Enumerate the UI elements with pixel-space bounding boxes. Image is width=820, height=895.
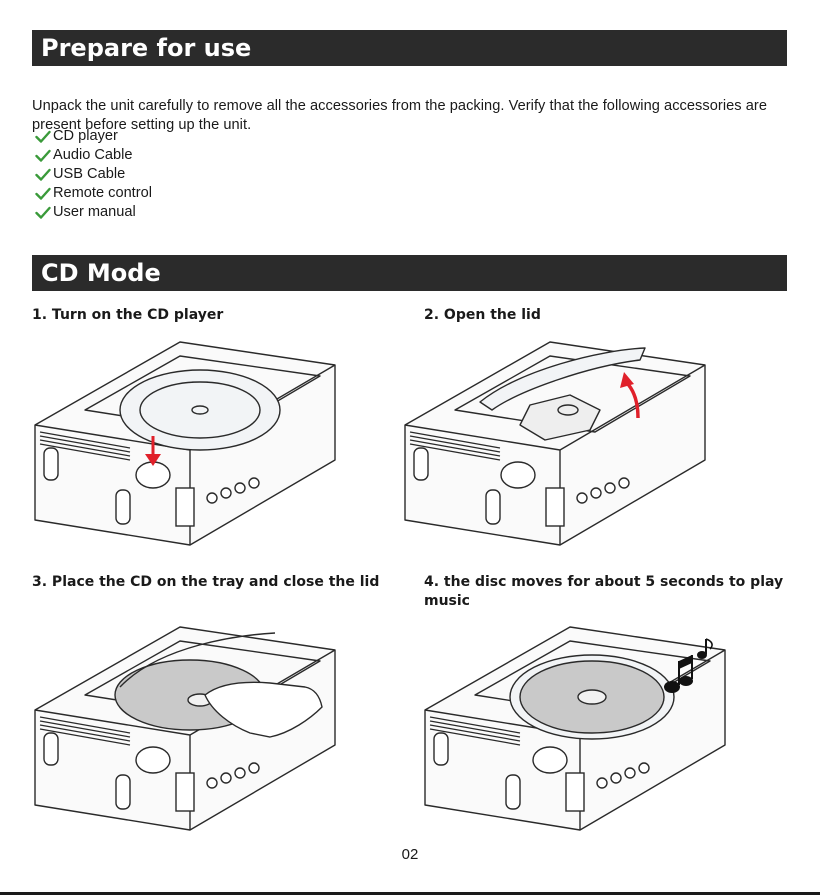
- step-1-title: 1. Turn on the CD player: [32, 307, 224, 323]
- step-3-illustration: [34, 626, 336, 831]
- page-number: 02: [401, 846, 419, 863]
- music-notes-icon: [664, 638, 713, 693]
- step-2-illustration: [404, 341, 706, 546]
- check-icon: [35, 149, 51, 162]
- accessory-item: Audio Cable: [35, 146, 152, 165]
- prepare-title: Prepare for use: [41, 34, 252, 62]
- cd-mode-title: CD Mode: [41, 259, 161, 287]
- prepare-header: Prepare for use: [32, 30, 787, 66]
- step-4-illustration: [424, 626, 726, 831]
- step-3-title: 3. Place the CD on the tray and close th…: [32, 574, 380, 590]
- step-4-title: 4. the disc moves for about 5 seconds to…: [424, 574, 784, 609]
- check-icon: [35, 187, 51, 200]
- check-icon: [35, 206, 51, 219]
- intro-text: Unpack the unit carefully to remove all …: [32, 97, 767, 133]
- accessory-item: CD player: [35, 127, 152, 146]
- accessory-item: Remote control: [35, 184, 152, 203]
- down-arrow-icon: [145, 436, 161, 466]
- check-icon: [35, 168, 51, 181]
- accessory-label: Audio Cable: [53, 147, 133, 163]
- step-2-title: 2. Open the lid: [424, 307, 541, 323]
- up-arrow-icon: [620, 372, 640, 419]
- accessory-label: User manual: [53, 204, 136, 220]
- cd-mode-header: CD Mode: [32, 255, 787, 291]
- accessory-label: USB Cable: [53, 166, 126, 182]
- bottom-rule: [0, 892, 820, 895]
- step-1-illustration: [34, 341, 336, 546]
- accessory-label: CD player: [53, 128, 118, 144]
- accessory-item: User manual: [35, 203, 152, 222]
- accessory-item: USB Cable: [35, 165, 152, 184]
- hand-icon: [204, 681, 323, 738]
- check-icon: [35, 130, 51, 143]
- accessory-label: Remote control: [53, 185, 152, 201]
- accessory-list: CD player Audio Cable USB Cable Remote c…: [35, 127, 152, 222]
